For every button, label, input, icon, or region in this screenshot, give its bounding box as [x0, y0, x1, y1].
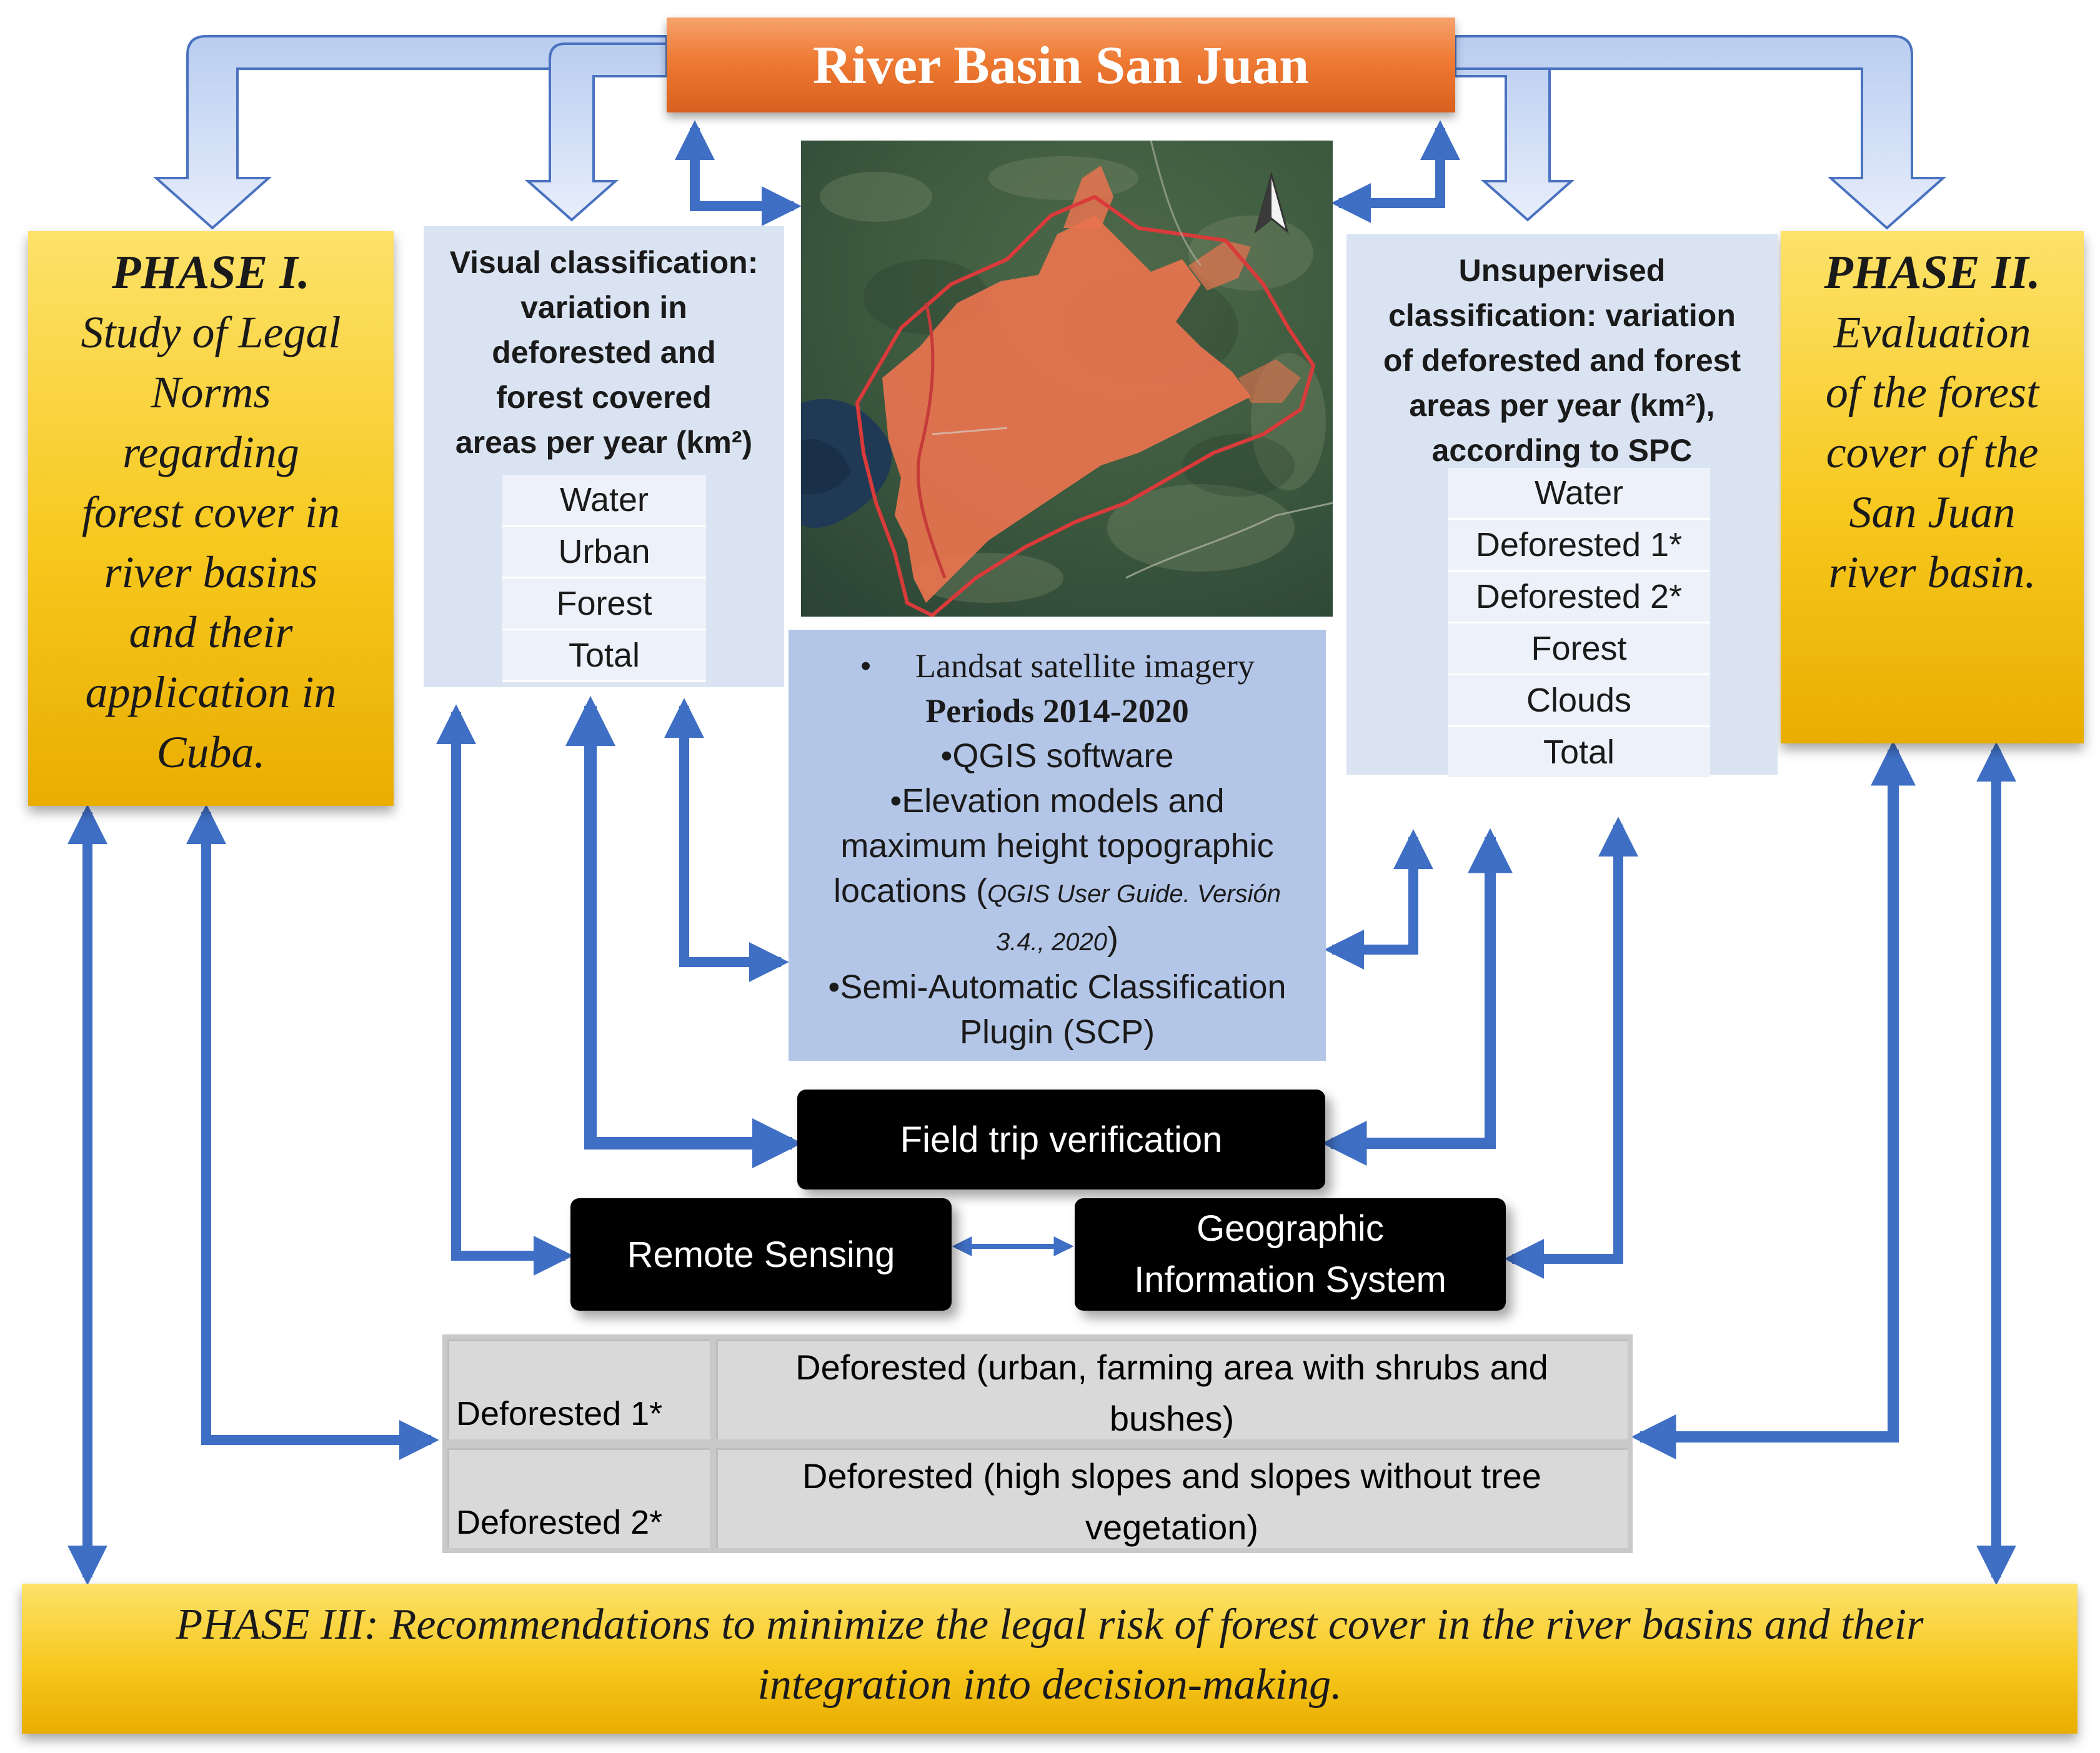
visual-heading-line: forest covered [496, 380, 712, 415]
phase1-box: PHASE I. Study of Legal Norms regarding … [28, 231, 394, 806]
deforested-description-cell: Deforested (high slopes and slopes witho… [716, 1448, 1628, 1548]
landsat-periods: Periods 2014-2020 [925, 692, 1189, 730]
landsat-line: Landsat satellite imagery [915, 647, 1255, 685]
title-map-left-arrow [675, 120, 802, 226]
phase2-title: PHASE II. [1824, 246, 2041, 299]
field-trip-verification-box: Field trip verification [797, 1090, 1325, 1189]
deforested-area [882, 216, 1251, 603]
gis-box: Geographic Information System [1075, 1198, 1506, 1311]
phase2-line: Evaluation [1833, 307, 2031, 357]
phase1-title: PHASE I. [112, 246, 310, 299]
phase1-to-table-arrow [186, 804, 439, 1460]
unsupervised-category: Water [1448, 468, 1710, 520]
unsupervised-category: Deforested 2* [1448, 572, 1710, 623]
title-map-right-arrow [1331, 120, 1460, 223]
title-to-phase2-arrow [1454, 35, 1947, 230]
deforested-label-cell: Deforested 1* [447, 1339, 710, 1439]
unsupervised-heading-line: Unsupervised [1458, 253, 1666, 288]
landsat-line: ) [1107, 920, 1118, 958]
title-text: River Basin San Juan [812, 35, 1310, 95]
phase1-line: and their [129, 607, 293, 657]
phase1-line: river basins [104, 547, 318, 597]
visual-category: Urban [502, 527, 706, 579]
landsat-citation: 3.4., 2020 [996, 928, 1107, 956]
landsat-to-unsupervised-arrow [1324, 829, 1433, 970]
visual-to-field-arrow [565, 696, 802, 1168]
table-row: Deforested 1* Deforested (urban, farming… [447, 1339, 1628, 1439]
deforested-label: Deforested 2* [456, 1504, 663, 1541]
basin-outline [855, 194, 1316, 617]
remote-sensing-box: Remote Sensing [570, 1198, 952, 1311]
title-to-unsupervised-arrow [1454, 42, 1575, 222]
landsat-bullet: • [860, 647, 872, 685]
visual-category: Total [502, 630, 706, 682]
unsupervised-heading-line: areas per year (km²), [1409, 388, 1715, 423]
deforested-description-line: Deforested (urban, farming area with shr… [795, 1348, 1548, 1387]
gis-label-line: Information System [1134, 1259, 1446, 1300]
landsat-line: •Semi-Automatic Classification [828, 968, 1286, 1006]
landsat-info-box: • Landsat satellite imagery Periods 2014-… [789, 630, 1326, 1061]
visual-category: Water [502, 475, 706, 527]
unsupervised-category: Deforested 1* [1448, 520, 1710, 572]
deforested-description-line: Deforested (high slopes and slopes witho… [802, 1456, 1541, 1496]
unsupervised-category: Forest [1448, 623, 1710, 675]
landsat-line: •QGIS software [940, 737, 1174, 775]
unsupervised-heading-line: classification: variation [1388, 298, 1736, 333]
visual-category: Forest [502, 579, 706, 630]
phase1-line: regarding [122, 427, 299, 477]
phase1-line: application in [85, 667, 337, 717]
unsupervised-category: Clouds [1448, 675, 1710, 727]
unsupervised-category: Total [1448, 727, 1710, 779]
gis-to-unsupervised-arrow [1504, 817, 1638, 1279]
field-trip-label: Field trip verification [900, 1119, 1223, 1160]
deforested-description-line: bushes) [1109, 1399, 1235, 1438]
phase1-line: forest cover in [81, 487, 341, 537]
deforested-label: Deforested 1* [456, 1395, 663, 1433]
deforested-description-line: vegetation) [1085, 1507, 1259, 1547]
phase1-line: Study of Legal [81, 307, 341, 357]
visual-heading-line: deforested and [492, 335, 716, 370]
visual-heading-line: areas per year (km²) [455, 425, 753, 460]
phase2-line: cover of the [1826, 427, 2039, 477]
landsat-line: maximum height topographic [840, 827, 1274, 865]
title-to-visual-arrow [524, 42, 668, 222]
visual-to-landsat-arrow [664, 698, 789, 982]
unsupervised-heading-line: of deforested and forest [1383, 343, 1741, 378]
satellite-map-image [801, 141, 1333, 617]
deforested-definitions-table: Deforested 1* Deforested (urban, farming… [442, 1334, 1633, 1553]
visual-category-list: Water Urban Forest Total [502, 475, 706, 682]
remote-sensing-label: Remote Sensing [627, 1234, 895, 1275]
north-arrow-icon [1254, 171, 1289, 234]
visual-heading-line: Visual classification: [449, 245, 759, 280]
phase2-to-table-arrow [1631, 740, 1916, 1459]
phase3-line: integration into decision-making. [757, 1661, 1342, 1709]
gis-label-line: Geographic [1197, 1208, 1384, 1249]
unsupervised-heading-line: according to SPC [1431, 433, 1693, 468]
phase2-box: PHASE II. Evaluation of the forest cover… [1781, 231, 2084, 743]
unsupervised-classification-panel: Unsupervised classification: variation o… [1346, 234, 1778, 779]
visual-to-remote-arrow [436, 704, 574, 1276]
deforested-description-cell: Deforested (urban, farming area with shr… [716, 1339, 1628, 1439]
phase2-line: San Juan [1849, 487, 2016, 537]
phase2-line: river basin. [1828, 547, 2036, 597]
visual-heading-line: variation in [520, 290, 687, 325]
phase1-line: Norms [151, 367, 271, 417]
phase1-line: Cuba. [156, 727, 266, 777]
satellite-map-drawing [801, 141, 1333, 617]
phase3-box: PHASE III: Recommendations to minimize t… [22, 1584, 2078, 1734]
phase3-line: PHASE III: Recommendations to minimize t… [176, 1601, 1924, 1649]
title-box: River Basin San Juan [667, 17, 1455, 112]
field-to-unsupervised-arrow [1321, 828, 1513, 1166]
table-row: Deforested 2* Deforested (high slopes an… [447, 1448, 1628, 1548]
phase2-line: of the forest [1825, 367, 2039, 417]
unsupervised-category-list: Water Deforested 1* Deforested 2* Forest… [1448, 468, 1710, 779]
landsat-citation: QGIS User Guide. Versión [987, 880, 1281, 908]
visual-classification-panel: Visual classification: variation in defo… [424, 226, 784, 687]
deforested-label-cell: Deforested 2* [447, 1448, 710, 1548]
landsat-line: •Elevation models and [890, 782, 1225, 820]
landsat-line: Plugin (SCP) [959, 1013, 1155, 1051]
landsat-line: locations ( [834, 872, 988, 910]
